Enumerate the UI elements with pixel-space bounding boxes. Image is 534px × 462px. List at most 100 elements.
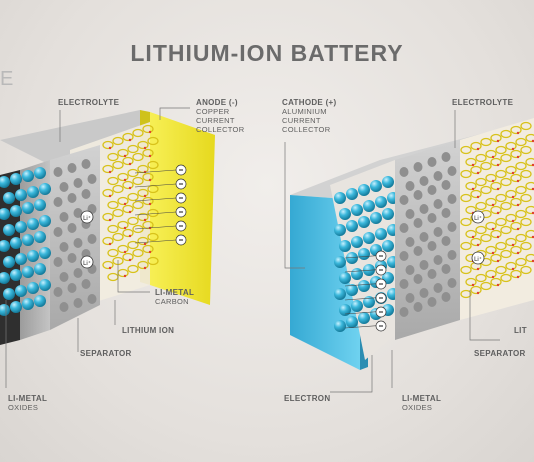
lithium-sphere: [363, 296, 375, 308]
carbon-ring: [102, 212, 114, 222]
lithium-sphere: [15, 285, 27, 297]
carbon-ring: [112, 184, 124, 194]
carbon-ring: [460, 289, 472, 299]
lithium-sphere: [34, 231, 46, 243]
separator-pore: [59, 302, 69, 312]
carbon-ring: [480, 233, 492, 243]
lithium-sphere: [334, 224, 346, 236]
lithium-sphere: [34, 167, 46, 179]
ion-dot: [148, 202, 152, 206]
carbon-ring: [142, 220, 154, 230]
carbon-ring: [127, 264, 139, 274]
carbon-ring: [147, 160, 159, 170]
separator-pore: [87, 174, 97, 184]
separator-pore: [427, 297, 437, 307]
carbon-rings-right: [460, 121, 534, 299]
carbon-ring: [510, 221, 522, 231]
carbon-ring: [490, 157, 502, 167]
carbon-ring: [122, 204, 134, 214]
carbon-ring: [460, 265, 472, 275]
lithium-sphere: [3, 224, 15, 236]
electron-path: [134, 225, 177, 230]
label-electrolyte-right: ELECTROLYTE: [452, 98, 514, 107]
label-electron: ELECTRON: [284, 394, 331, 403]
separator-pores: [53, 159, 97, 312]
ion-dot: [496, 235, 500, 239]
lithium-sphere: [370, 180, 382, 192]
lithium-sphere: [39, 215, 51, 227]
carbon-ring: [102, 236, 114, 246]
carbon-ring: [465, 181, 477, 191]
separator-pore: [399, 307, 409, 317]
lithium-sphere: [39, 247, 51, 259]
ion-dot: [128, 186, 132, 190]
carbon-ring: [500, 153, 512, 163]
separator-pore: [441, 236, 451, 246]
carbon-ring: [460, 217, 472, 227]
carbon-ring: [142, 196, 154, 206]
separator-pore: [67, 163, 77, 173]
carbon-ring: [520, 241, 532, 251]
ion-dot: [516, 155, 520, 159]
lithium-sphere: [0, 240, 10, 252]
carbon-ring: [117, 172, 129, 182]
ion-dot: [143, 266, 147, 270]
carbon-ring: [485, 221, 497, 231]
ion-dot: [531, 139, 534, 143]
ion-dot: [496, 139, 500, 143]
svg-text:Li⁺: Li⁺: [83, 260, 91, 267]
electrons-right: [344, 250, 387, 332]
lithium-sphere: [375, 196, 387, 208]
carbon-ring: [505, 165, 517, 175]
svg-text:Li⁺: Li⁺: [474, 215, 482, 222]
carbon-ring: [102, 140, 114, 150]
separator-pore: [399, 195, 409, 205]
separator-pore: [433, 283, 443, 293]
ion-dot: [491, 203, 495, 207]
right-cell: Li⁺ Li⁺: [284, 110, 534, 393]
carbon-ring: [515, 137, 527, 147]
separator-pore: [419, 260, 429, 270]
carbon-ring: [142, 172, 154, 182]
carbon-ring: [485, 173, 497, 183]
label-li-metal-oxides-right: LI-METAL OXIDES: [402, 394, 442, 412]
lithium-sphere: [370, 212, 382, 224]
carbon-ring: [480, 161, 492, 171]
ion-dot: [511, 243, 515, 247]
separator-pore: [427, 185, 437, 195]
label-lithium-ion-cut: LIT: [514, 326, 527, 335]
ion-dot: [123, 202, 127, 206]
carbon-ring: [490, 205, 502, 215]
separator-pore: [427, 213, 437, 223]
lithium-sphere: [346, 220, 358, 232]
carbon-ring: [520, 169, 532, 179]
separator-pore: [399, 223, 409, 233]
separator-pore: [419, 176, 429, 186]
ion-dot: [511, 147, 515, 151]
separator-pore: [447, 278, 457, 288]
ion-dot: [148, 250, 152, 254]
separator-pore: [441, 292, 451, 302]
carbon-ring: [470, 141, 482, 151]
separator-pore: [67, 193, 77, 203]
ion-dot: [476, 147, 480, 151]
label-anode: ANODE (-) COPPER CURRENT COLLECTOR: [196, 98, 245, 134]
ion-dot: [531, 211, 534, 215]
ion-dot: [516, 251, 520, 255]
lithium-sphere: [22, 202, 34, 214]
electron-path: [134, 183, 177, 188]
ion-dot: [471, 283, 475, 287]
li-ion-badge-2: Li⁺: [80, 255, 94, 269]
ion-dot: [128, 138, 132, 142]
ion-dot: [108, 170, 112, 174]
lithium-sphere: [27, 186, 39, 198]
carbon-ring: [147, 136, 159, 146]
carbon-ring: [510, 245, 522, 255]
lithium-sphere: [15, 189, 27, 201]
separator-pore: [447, 194, 457, 204]
lithium-sphere: [339, 208, 351, 220]
ion-dot: [148, 178, 152, 182]
separator-pore: [413, 302, 423, 312]
carbon-ring: [137, 188, 149, 198]
